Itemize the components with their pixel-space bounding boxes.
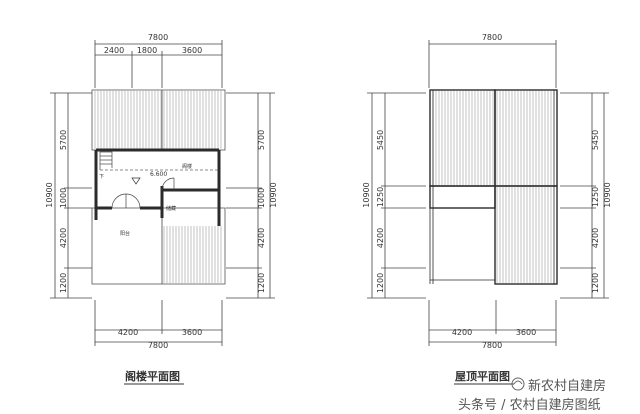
roof-plan xyxy=(367,40,609,346)
roof-plan-title: 屋顶平面图 xyxy=(455,370,510,383)
roof-surface-hatch xyxy=(432,91,552,283)
roof-dim-bottom-1: 4200 xyxy=(452,328,472,337)
attic-stair-mark: 下 xyxy=(99,174,104,180)
attic-dim-top-2: 1800 xyxy=(137,46,157,55)
attic-dim-top-total: 7800 xyxy=(148,33,168,42)
attic-dim-left-4: 1200 xyxy=(59,273,68,293)
attic-doors xyxy=(111,177,175,209)
attic-room-label-balcony: 阳台 xyxy=(120,230,130,237)
attic-dim-right-4: 1200 xyxy=(257,273,266,293)
attic-dim-right-3: 4200 xyxy=(257,228,266,248)
roof-outlines xyxy=(429,89,558,285)
attic-dim-bottom-1: 4200 xyxy=(118,328,138,337)
attic-dim-left-3: 4200 xyxy=(59,228,68,248)
roof-dim-bottom-2: 3600 xyxy=(516,328,536,337)
attic-stair xyxy=(99,150,220,171)
attic-roof-hatch xyxy=(94,91,222,283)
attic-dim-right-1: 5700 xyxy=(257,130,266,150)
roof-dim-bottom-total: 7800 xyxy=(482,341,502,350)
watermark-brand: 新农村自建房 xyxy=(528,379,607,394)
roof-dim-left-3: 4200 xyxy=(376,228,385,248)
roof-dim-left-total: 10900 xyxy=(362,182,371,207)
attic-room-label-attic: 阁楼 xyxy=(182,163,192,170)
attic-dim-left-total: 10900 xyxy=(45,182,54,207)
elevation-marker-icon xyxy=(131,177,141,185)
attic-dim-top-3: 3600 xyxy=(182,46,202,55)
roof-dim-right-4: 1200 xyxy=(591,273,600,293)
attic-dim-left-2: 1000 xyxy=(59,188,68,208)
roof-dim-top-total: 7800 xyxy=(482,33,502,42)
attic-dim-left-1: 5700 xyxy=(59,130,68,150)
watermark-logo-icon xyxy=(511,377,525,391)
roof-dim-right-3: 4200 xyxy=(591,228,600,248)
roof-dim-left-1: 5450 xyxy=(376,130,385,150)
attic-walls xyxy=(94,148,221,226)
attic-dim-right-total: 10900 xyxy=(269,182,278,207)
attic-dim-top-1: 2400 xyxy=(104,46,124,55)
roof-dim-right-2: 1250 xyxy=(591,187,600,207)
roof-dim-left-2: 1250 xyxy=(376,187,385,207)
attic-elevation: 6.600 xyxy=(150,171,167,178)
roof-dim-right-1: 5450 xyxy=(591,130,600,150)
attic-dim-bottom-2: 3600 xyxy=(182,328,202,337)
watermark-account: 头条号 / 农村自建房图纸 xyxy=(458,398,601,413)
roof-dim-right-total: 10900 xyxy=(603,182,612,207)
attic-dim-right-2: 1000 xyxy=(257,188,266,208)
attic-dim-bottom-total: 7800 xyxy=(148,341,168,350)
attic-plan-title: 阁楼平面图 xyxy=(125,369,180,383)
roof-dim-left-4: 1200 xyxy=(376,273,385,293)
attic-room-label-storage: 储藏 xyxy=(166,205,176,212)
